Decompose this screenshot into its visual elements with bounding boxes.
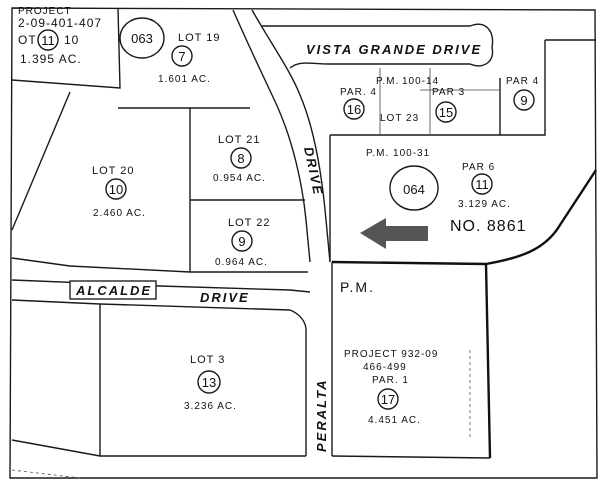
svg-text:1.395 AC.: 1.395 AC.	[20, 52, 82, 66]
svg-text:PROJECT 932-09: PROJECT 932-09	[344, 349, 438, 360]
svg-text:PAR 4: PAR 4	[506, 76, 539, 87]
parcel-par4-east: PAR 4 9	[506, 76, 539, 111]
svg-text:17: 17	[381, 392, 395, 407]
lot-19: LOT 19 7 1.601 AC.	[158, 32, 221, 85]
svg-text:10: 10	[64, 33, 79, 47]
svg-text:466-499: 466-499	[363, 362, 407, 373]
svg-text:3.236 AC.: 3.236 AC.	[184, 401, 237, 412]
svg-text:11: 11	[41, 33, 55, 48]
svg-text:2.460 AC.: 2.460 AC.	[93, 208, 146, 219]
svg-text:PAR 3: PAR 3	[432, 87, 465, 98]
street-alcalde-label: ALCALDE	[69, 280, 157, 300]
svg-text:2-09-401-407: 2-09-401-407	[18, 16, 102, 30]
svg-text:064: 064	[403, 182, 425, 197]
lot-3: LOT 3 13 3.236 AC.	[184, 354, 237, 412]
svg-text:PAR. 4: PAR. 4	[340, 87, 377, 98]
lot-21: LOT 21 8 0.954 AC.	[213, 134, 266, 184]
svg-text:LOT 3: LOT 3	[190, 354, 225, 366]
svg-text:LOT 19: LOT 19	[178, 32, 221, 44]
svg-text:0.954 AC.: 0.954 AC.	[213, 173, 266, 184]
parcel-par3: PAR 3 15 LOT 23	[380, 87, 465, 124]
svg-text:LOT 23: LOT 23	[380, 113, 419, 124]
svg-text:ALCALDE: ALCALDE	[75, 283, 152, 298]
parcel-map-no-8861: NO. 8861	[450, 218, 526, 235]
svg-text:8: 8	[237, 151, 244, 166]
svg-text:9: 9	[238, 234, 245, 249]
project-932-09: PROJECT 932-09 466-499 PAR. 1 17 4.451 A…	[344, 349, 438, 426]
svg-text:3.129 AC.: 3.129 AC.	[458, 199, 511, 210]
road-lines	[11, 7, 598, 479]
svg-text:10: 10	[109, 182, 123, 197]
pointer-arrow	[360, 218, 428, 249]
parcel-par6: PAR 6 11 3.129 AC.	[458, 162, 511, 210]
svg-text:11: 11	[475, 177, 489, 192]
lot-22: LOT 22 9 0.964 AC.	[215, 217, 271, 268]
svg-text:PAR 6: PAR 6	[462, 162, 495, 173]
parcel-pm-100-31: P.M. 100-31	[366, 148, 430, 159]
svg-text:15: 15	[439, 105, 453, 120]
parcel-pm-100-14-par4: P.M. PAR. 4 100-14 16	[340, 76, 439, 120]
book-page-063: 063	[119, 17, 165, 59]
svg-text:16: 16	[347, 102, 361, 117]
street-peralta: PERALTA	[314, 379, 329, 452]
project-top-left: PROJECT 2-09-401-407 OT 11 10 1.395 AC.	[18, 6, 102, 66]
svg-text:0.964 AC.: 0.964 AC.	[215, 257, 268, 268]
street-vista-grande: VISTA GRANDE DRIVE	[306, 42, 482, 57]
svg-text:9: 9	[520, 93, 527, 108]
svg-text:13: 13	[202, 375, 216, 390]
pm-large-label: P.M.	[340, 279, 375, 295]
book-page-064: 064	[389, 165, 439, 211]
svg-text:LOT 20: LOT 20	[92, 165, 135, 177]
svg-text:1.601 AC.: 1.601 AC.	[158, 74, 211, 85]
svg-text:PAR. 1: PAR. 1	[372, 375, 409, 386]
svg-text:LOT 21: LOT 21	[218, 134, 261, 146]
street-alcalde-drive: DRIVE	[200, 290, 250, 305]
svg-text:4.451 AC.: 4.451 AC.	[368, 415, 421, 426]
svg-text:P.M.: P.M.	[376, 76, 399, 87]
map-frame	[9, 7, 598, 479]
street-drive-vertical: DRIVE	[301, 146, 326, 198]
svg-text:100-14: 100-14	[402, 76, 439, 87]
lot-20: LOT 20 10 2.460 AC.	[92, 165, 146, 219]
svg-text:LOT 22: LOT 22	[228, 217, 271, 229]
svg-text:OT: OT	[18, 33, 37, 47]
svg-text:7: 7	[178, 49, 185, 64]
svg-text:063: 063	[131, 31, 153, 46]
svg-text:PROJECT: PROJECT	[18, 6, 72, 17]
